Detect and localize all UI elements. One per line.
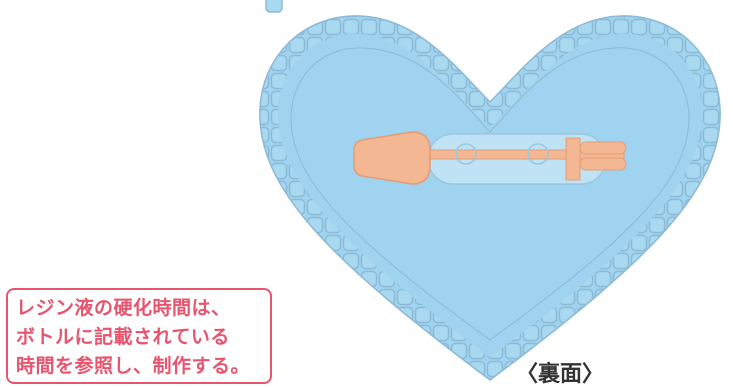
heart-shape: [259, 15, 721, 381]
stray-bead: [265, 0, 283, 13]
note-line-1: レジン液の硬化時間は、: [16, 297, 231, 319]
back-side-caption: 〈裏面〉: [516, 362, 605, 387]
note-line-2: ボトルに記載されている: [16, 326, 230, 348]
note-box: レジン液の硬化時間は、 ボトルに記載されている 時間を参照し、制作する。: [6, 288, 272, 384]
bead-outline: [259, 15, 721, 381]
note-line-3: 時間を参照し、制作する。: [16, 355, 251, 377]
heart-inner: [290, 47, 690, 341]
brooch-pin-icon: [353, 131, 627, 185]
